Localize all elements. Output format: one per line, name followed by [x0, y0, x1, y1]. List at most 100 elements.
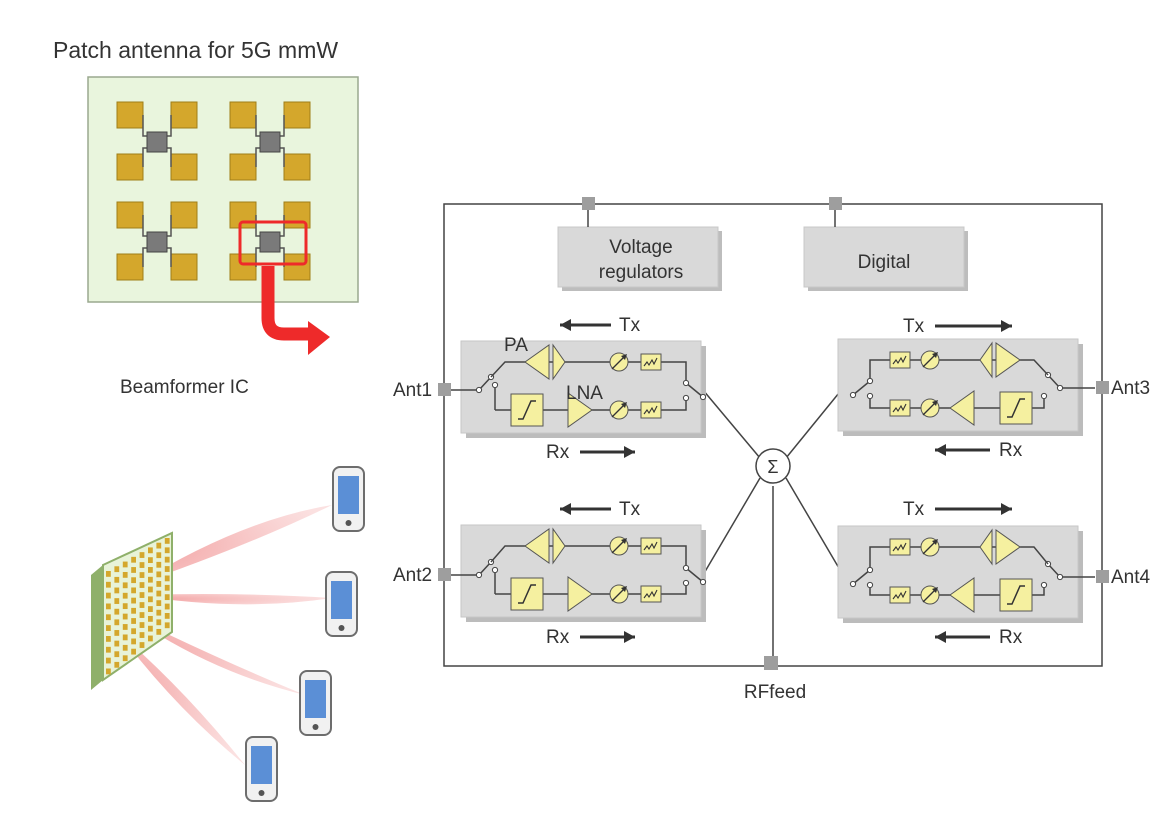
switch-icon — [849, 566, 874, 588]
attenuator-icon — [889, 586, 911, 604]
attenuator-icon — [640, 401, 662, 419]
attenuator-icon — [889, 351, 911, 369]
patch-element — [170, 101, 198, 129]
beamformer-chip — [146, 131, 168, 153]
rf-feed-label: RFfeed — [744, 682, 806, 703]
beam — [118, 632, 245, 765]
phase-shifter-icon — [920, 350, 940, 370]
switch-icon — [849, 377, 874, 399]
voltage-label-1: Voltage — [609, 237, 672, 258]
rx-label: Rx — [999, 627, 1023, 648]
beam-group — [118, 505, 332, 765]
smartphone-icon — [245, 736, 278, 802]
phase-shifter-icon — [920, 585, 940, 605]
antenna-pin — [438, 568, 451, 581]
attenuator-icon — [640, 353, 662, 371]
antenna-pin — [1096, 381, 1109, 394]
tx-label: Tx — [619, 315, 641, 336]
patch-element — [116, 101, 144, 129]
lna-amplifier-icon — [949, 577, 975, 613]
summer-icon — [755, 448, 791, 484]
patch-element — [229, 253, 257, 281]
patch-element — [170, 153, 198, 181]
patch-element — [116, 253, 144, 281]
patch-cell-4 — [229, 201, 311, 281]
phase-shifter-icon — [920, 537, 940, 557]
phase-shifter-icon — [609, 584, 629, 604]
filter-icon — [510, 393, 544, 427]
patch-element — [283, 153, 311, 181]
digital-label: Digital — [858, 252, 911, 273]
patch-array — [116, 101, 311, 281]
channel-block — [837, 338, 1079, 432]
patch-cell-3 — [116, 201, 198, 281]
attenuator-icon — [640, 537, 662, 555]
attenuator-icon — [889, 399, 911, 417]
lna-amplifier-icon — [949, 390, 975, 426]
beamformer-highlight-box — [238, 220, 308, 266]
voltage-regulators-block — [557, 226, 719, 288]
rx-label: Rx — [546, 627, 570, 648]
patch-element — [170, 253, 198, 281]
lna-amplifier-icon — [567, 576, 593, 612]
phase-shifter-icon — [609, 400, 629, 420]
digital-pin — [829, 197, 842, 210]
antenna-label: Ant1 — [393, 380, 432, 401]
tx-label: Tx — [619, 499, 641, 520]
patch-element — [116, 201, 144, 229]
summer-symbol: Σ — [767, 457, 778, 477]
tx-label: Tx — [903, 499, 925, 520]
pa-amplifier-icon — [979, 341, 1021, 379]
smartphone-icon — [325, 571, 358, 637]
pa-amplifier-icon — [979, 528, 1021, 566]
rx-label: Rx — [999, 440, 1023, 461]
page-title: Patch antenna for 5G mmW — [53, 37, 338, 63]
antenna-label: Ant3 — [1111, 378, 1150, 399]
patch-element — [229, 201, 257, 229]
patch-element — [229, 153, 257, 181]
switch-icon — [682, 564, 707, 586]
antenna-pin — [1096, 570, 1109, 583]
patch-element — [170, 201, 198, 229]
smartphone-icon — [299, 670, 332, 736]
filter-icon — [510, 577, 544, 611]
pa-label: PA — [504, 335, 528, 356]
rx-label: Rx — [546, 442, 570, 463]
patch-cell-2 — [229, 101, 311, 181]
beamformer-label: Beamformer IC — [120, 377, 249, 398]
patch-element — [229, 101, 257, 129]
summer-wires — [702, 387, 844, 663]
patch-cell-1 — [116, 101, 198, 181]
beam — [135, 594, 332, 605]
attenuator-icon — [889, 538, 911, 556]
tx-label: Tx — [903, 316, 925, 337]
phase-shifter-icon — [920, 398, 940, 418]
voltage-pin — [582, 197, 595, 210]
switch-icon — [682, 379, 707, 401]
rf-feed-pin — [764, 656, 778, 670]
lna-label: LNA — [566, 383, 603, 404]
filter-icon — [999, 578, 1033, 612]
pa-amplifier-icon — [524, 527, 566, 565]
filter-icon — [999, 391, 1033, 425]
beamformer-chip — [259, 131, 281, 153]
phase-shifter-icon — [609, 536, 629, 556]
lna-amplifier-icon — [567, 392, 593, 428]
beams-illustration — [91, 466, 365, 802]
beamformer-chip — [259, 231, 281, 253]
channel-block — [837, 525, 1079, 619]
antenna-label: Ant2 — [393, 565, 432, 586]
beam — [135, 505, 332, 585]
pa-amplifier-icon — [524, 343, 566, 381]
beamformer-chip — [146, 231, 168, 253]
phase-shifter-icon — [609, 352, 629, 372]
voltage-label-2: regulators — [599, 262, 684, 283]
patch-element — [283, 101, 311, 129]
antenna-array-panel — [91, 531, 173, 690]
smartphone-icon — [332, 466, 365, 532]
